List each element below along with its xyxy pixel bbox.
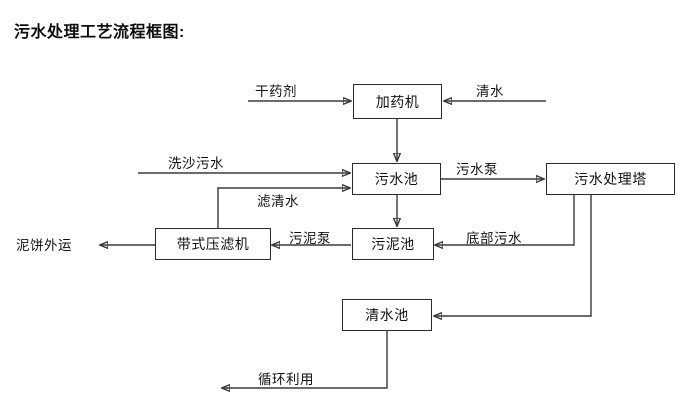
node-dosing-machine[interactable]: 加药机 <box>353 84 442 119</box>
node-sewage-pool[interactable]: 污水池 <box>352 163 441 195</box>
label-sewage-pump: 污水泵 <box>456 162 498 177</box>
node-clean-water-pool-label: 清水池 <box>365 307 409 323</box>
node-sludge-pool-label: 污泥池 <box>371 236 415 252</box>
node-dosing-machine-label: 加药机 <box>375 93 420 110</box>
edge-bottom-sewage-to-sludge-pool <box>435 195 575 245</box>
node-clean-water-pool[interactable]: 清水池 <box>342 299 432 331</box>
node-sewage-pool-label: 污水池 <box>374 171 419 187</box>
node-sewage-treatment-tower-label: 污水处理塔 <box>574 171 647 187</box>
edge-clean-water-to-recycling <box>222 331 388 388</box>
label-dry-agent: 干药剂 <box>255 84 297 99</box>
page-title: 污水处理工艺流程框图: <box>14 24 185 41</box>
node-belt-filter-press-label: 带式压滤机 <box>176 236 250 252</box>
label-recycling-use: 循环利用 <box>258 372 314 387</box>
label-bottom-sewage: 底部污水 <box>466 231 522 246</box>
edge-tower-to-clean-water-pool <box>434 195 592 316</box>
node-sludge-pool[interactable]: 污泥池 <box>352 228 434 260</box>
label-filtered-clear-water: 滤清水 <box>257 194 299 209</box>
label-sludge-pump: 污泥泵 <box>289 231 331 246</box>
node-sewage-treatment-tower[interactable]: 污水处理塔 <box>546 163 675 195</box>
edge-filtered-water-to-sewage-pool <box>217 188 350 228</box>
label-sand-washing-sewage: 洗沙污水 <box>168 156 224 171</box>
label-clean-water-in: 清水 <box>476 84 504 99</box>
label-mud-cake-transport: 泥饼外运 <box>16 238 72 253</box>
node-belt-filter-press[interactable]: 带式压滤机 <box>155 228 271 260</box>
